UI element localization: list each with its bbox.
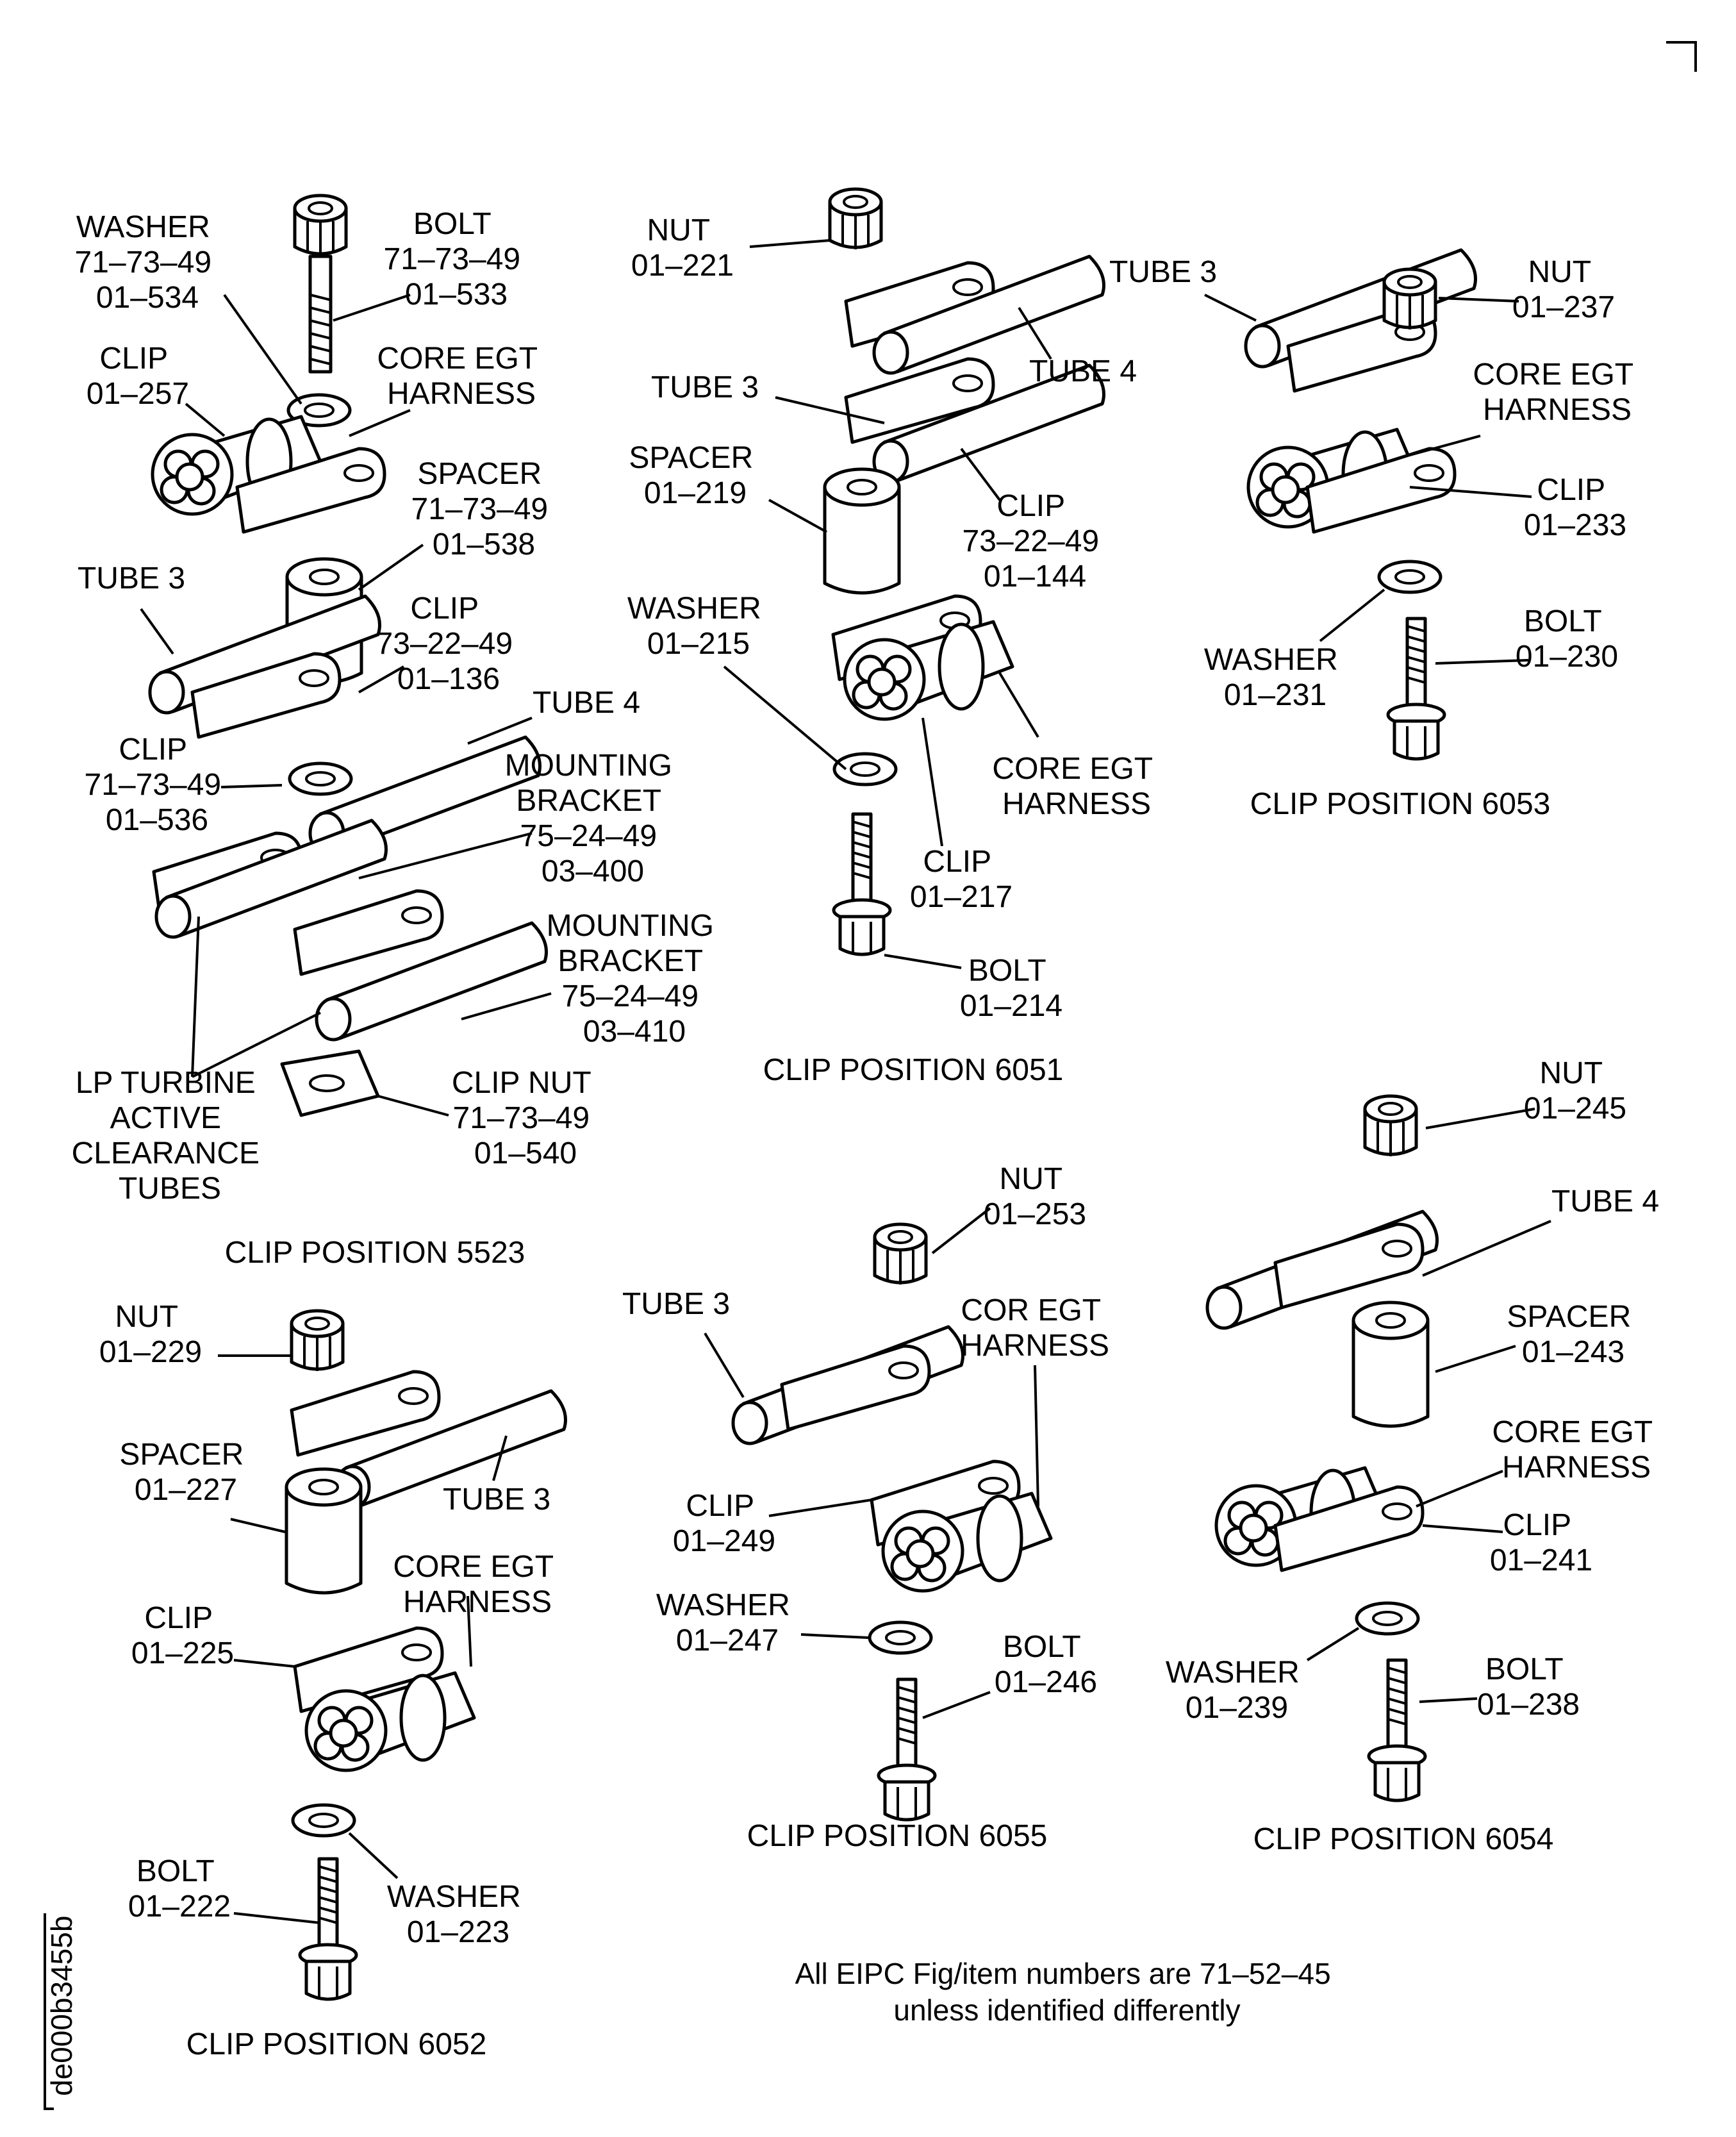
bolt-drawing bbox=[834, 814, 890, 954]
p6055-label-nut: NUT 01–253 bbox=[984, 1162, 1086, 1231]
p6054-label-bolt: BOLT 01–238 bbox=[1477, 1652, 1580, 1722]
bolt-head-drawing bbox=[295, 195, 346, 256]
p6054-label-nut: NUT 01–245 bbox=[1524, 1056, 1626, 1126]
p6055-label-cor-egt: COR EGT HARNESS bbox=[961, 1293, 1109, 1363]
position-6053-group bbox=[1204, 250, 1532, 759]
bolt-drawing bbox=[1369, 1660, 1425, 1800]
p6053-label-washer: WASHER 01–231 bbox=[1204, 643, 1346, 712]
bolt-drawing bbox=[1388, 619, 1444, 759]
p6051-label-tube4: TUBE 4 bbox=[1029, 354, 1137, 388]
tube-clip-drawing bbox=[782, 1346, 929, 1429]
washer-drawing bbox=[834, 754, 896, 785]
p5523-label-lp-turbine: LP TURBINE ACTIVE CLEARANCE TUBES bbox=[72, 1066, 269, 1206]
p6051-label-tube3: TUBE 3 bbox=[651, 370, 759, 404]
drawing-id: de000b3455b bbox=[45, 1916, 78, 2096]
p6052-label-core-egt: CORE EGT HARNESS bbox=[393, 1550, 561, 1619]
p6055-label-bolt: BOLT 01–246 bbox=[995, 1630, 1097, 1699]
p5523-label-clip-257: CLIP 01–257 bbox=[87, 342, 189, 411]
nut-drawing bbox=[1384, 269, 1435, 329]
p6051-label-clip-144: CLIP 73–22–49 01–144 bbox=[963, 489, 1108, 594]
position-6055-group bbox=[704, 1207, 1051, 1820]
corner-mark bbox=[1666, 41, 1697, 72]
p6054-label-core-egt: CORE EGT HARNESS bbox=[1492, 1415, 1660, 1484]
p6052-label-tube3: TUBE 3 bbox=[443, 1483, 550, 1517]
spacer-drawing bbox=[825, 469, 899, 593]
p5523-label-clip-136: CLIP 73–22–49 01–136 bbox=[376, 592, 522, 696]
p6051-caption: CLIP POSITION 6051 bbox=[763, 1053, 1064, 1087]
washer-drawing bbox=[1357, 1603, 1418, 1634]
p6051-label-washer: WASHER 01–215 bbox=[627, 592, 770, 661]
clip-536-drawing bbox=[290, 763, 351, 794]
washer-drawing bbox=[1379, 561, 1441, 592]
position-6051-group bbox=[723, 189, 1104, 969]
p5523-label-clip-nut: CLIP NUT 71–73–49 01–540 bbox=[452, 1066, 599, 1170]
p5523-caption: CLIP POSITION 5523 bbox=[225, 1236, 525, 1270]
bolt-drawing bbox=[879, 1679, 935, 1820]
p6053-label-core-egt: CORE EGT HARNESS bbox=[1473, 358, 1641, 427]
p6054-label-tube4: TUBE 4 bbox=[1551, 1185, 1659, 1218]
p6055-label-washer: WASHER 01–247 bbox=[656, 1588, 798, 1658]
position-6052-group bbox=[218, 1311, 566, 1999]
tube-clip-drawing bbox=[1275, 1224, 1423, 1308]
p6052-label-spacer: SPACER 01–227 bbox=[119, 1438, 252, 1507]
bolt-drawing bbox=[300, 1859, 356, 1999]
p5523-label-clip-536: CLIP 71–73–49 01–536 bbox=[85, 733, 230, 837]
position-6054-group bbox=[1207, 1096, 1551, 1800]
p6055-caption: CLIP POSITION 6055 bbox=[747, 1819, 1048, 1853]
p5523-label-bracket-410: MOUNTING BRACKET 75–24–49 03–410 bbox=[547, 909, 723, 1049]
washer-drawing bbox=[870, 1622, 931, 1653]
p6052-label-nut: NUT 01–229 bbox=[99, 1300, 202, 1369]
nut-drawing bbox=[292, 1311, 343, 1371]
nut-drawing bbox=[830, 189, 881, 249]
bracket-410-drawing bbox=[295, 891, 442, 974]
position-5523-group bbox=[140, 195, 552, 1117]
p6051-label-spacer: SPACER 01–219 bbox=[629, 441, 761, 510]
nut-drawing bbox=[875, 1224, 926, 1285]
p6051-label-bolt: BOLT 01–214 bbox=[960, 954, 1062, 1023]
spacer-drawing bbox=[286, 1469, 361, 1593]
p6052-label-washer: WASHER 01–223 bbox=[387, 1880, 529, 1949]
p6053-label-nut: NUT 01–237 bbox=[1512, 255, 1615, 324]
p5523-label-bracket-400: MOUNTING BRACKET 75–24–49 03–400 bbox=[505, 749, 681, 888]
p5523-label-tube3: TUBE 3 bbox=[78, 561, 185, 595]
p6051-label-clip-217: CLIP 01–217 bbox=[910, 845, 1013, 914]
drawing-id-bracket bbox=[44, 1913, 54, 2110]
nut-drawing bbox=[1365, 1096, 1416, 1156]
p6055-label-clip-249: CLIP 01–249 bbox=[673, 1489, 775, 1558]
p5523-label-tube4: TUBE 4 bbox=[533, 686, 640, 720]
p6053-label-tube3: TUBE 3 bbox=[1109, 255, 1217, 289]
bolt-shank-drawing bbox=[308, 254, 333, 374]
p6054-caption: CLIP POSITION 6054 bbox=[1253, 1822, 1554, 1856]
p6053-label-bolt: BOLT 01–230 bbox=[1516, 604, 1618, 674]
p6054-label-spacer: SPACER 01–243 bbox=[1507, 1300, 1639, 1369]
p6053-caption: CLIP POSITION 6053 bbox=[1250, 787, 1551, 821]
p6052-caption: CLIP POSITION 6052 bbox=[186, 2027, 487, 2061]
p5523-label-bolt: BOLT 71–73–49 01–533 bbox=[384, 207, 529, 312]
p6051-label-core-egt: CORE EGT HARNESS bbox=[992, 752, 1161, 821]
spacer-drawing bbox=[1353, 1302, 1428, 1426]
p6052-label-bolt: BOLT 01–222 bbox=[128, 1854, 231, 1924]
p6055-label-tube3: TUBE 3 bbox=[622, 1287, 730, 1321]
p5523-label-spacer: SPACER 71–73–49 01–538 bbox=[411, 457, 557, 561]
footnote: All EIPC Fig/item numbers are 71–52–45 u… bbox=[795, 1957, 1339, 2027]
p6051-label-nut: NUT 01–221 bbox=[631, 213, 734, 283]
washer-drawing bbox=[293, 1805, 354, 1836]
p6054-label-washer: WASHER 01–239 bbox=[1166, 1656, 1308, 1725]
p6054-label-clip-241: CLIP 01–241 bbox=[1490, 1508, 1592, 1577]
p5523-label-core-egt: CORE EGT HARNESS bbox=[377, 342, 545, 411]
p6052-label-clip-225: CLIP 01–225 bbox=[131, 1601, 234, 1670]
p5523-label-washer: WASHER 71–73–49 01–534 bbox=[75, 210, 220, 315]
p6053-label-clip-233: CLIP 01–233 bbox=[1524, 473, 1626, 542]
